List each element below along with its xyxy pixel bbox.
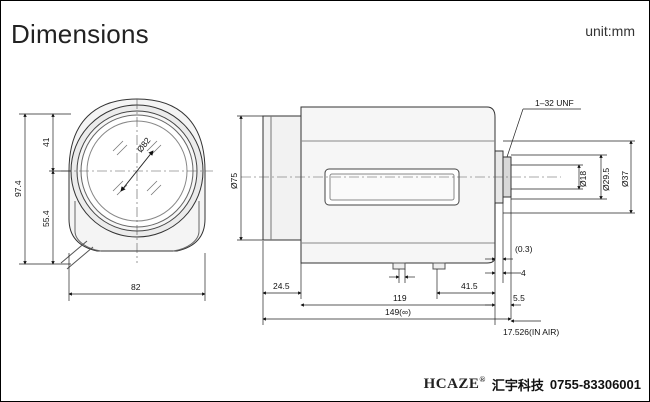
side-right-diameter-dims xyxy=(503,140,635,214)
unit-label: unit:mm xyxy=(585,23,635,39)
company-name: 汇宇科技 xyxy=(491,377,544,393)
gap-0-3-label: (0.3) xyxy=(515,244,533,254)
len-119-label: 119 xyxy=(393,293,407,303)
len-4-label: 4 xyxy=(521,268,526,278)
len-5-5-label: 5.5 xyxy=(513,293,525,303)
footer-brand: HCAZE® 汇宇科技 0755-83306001 xyxy=(424,375,641,393)
front-height-upper-label: 41 xyxy=(41,137,51,147)
side-lens-front xyxy=(262,115,302,241)
page-title: Dimensions xyxy=(11,19,149,49)
brand-name: HCAZE xyxy=(423,376,480,392)
front-view xyxy=(60,98,213,270)
phone-number: 0755-83306001 xyxy=(549,376,641,392)
front-vertical-dimensions xyxy=(19,113,71,265)
front-horizontal-dimension xyxy=(68,253,206,301)
len-24-5-label: 24.5 xyxy=(273,281,290,291)
flange-back-label: 17.526(IN AIR) xyxy=(503,327,559,337)
brand-registered-mark: ® xyxy=(479,375,486,384)
front-height-lower-label: 55.4 xyxy=(41,210,51,227)
side-small-dims xyxy=(485,197,521,319)
front-width-label: 82 xyxy=(131,282,141,292)
side-bottom-dims xyxy=(262,241,541,325)
diameter-37-label: Ø37 xyxy=(620,171,630,187)
front-height-total-label: 97.4 xyxy=(13,180,23,197)
thread-label: 1–32 UNF xyxy=(535,98,574,108)
len-149-label: 149(∞) xyxy=(385,307,411,317)
diameter-18-label: Ø18 xyxy=(578,171,588,187)
brand-logo: HCAZE® xyxy=(424,375,486,393)
diameter-29-5-label: Ø29.5 xyxy=(601,168,611,191)
side-view xyxy=(241,106,561,270)
side-outer-diameter-label: Ø75 xyxy=(229,173,239,189)
len-41-5-label: 41.5 xyxy=(461,281,478,291)
side-diameter-75-dim xyxy=(237,115,263,241)
thread-leader xyxy=(506,108,581,158)
